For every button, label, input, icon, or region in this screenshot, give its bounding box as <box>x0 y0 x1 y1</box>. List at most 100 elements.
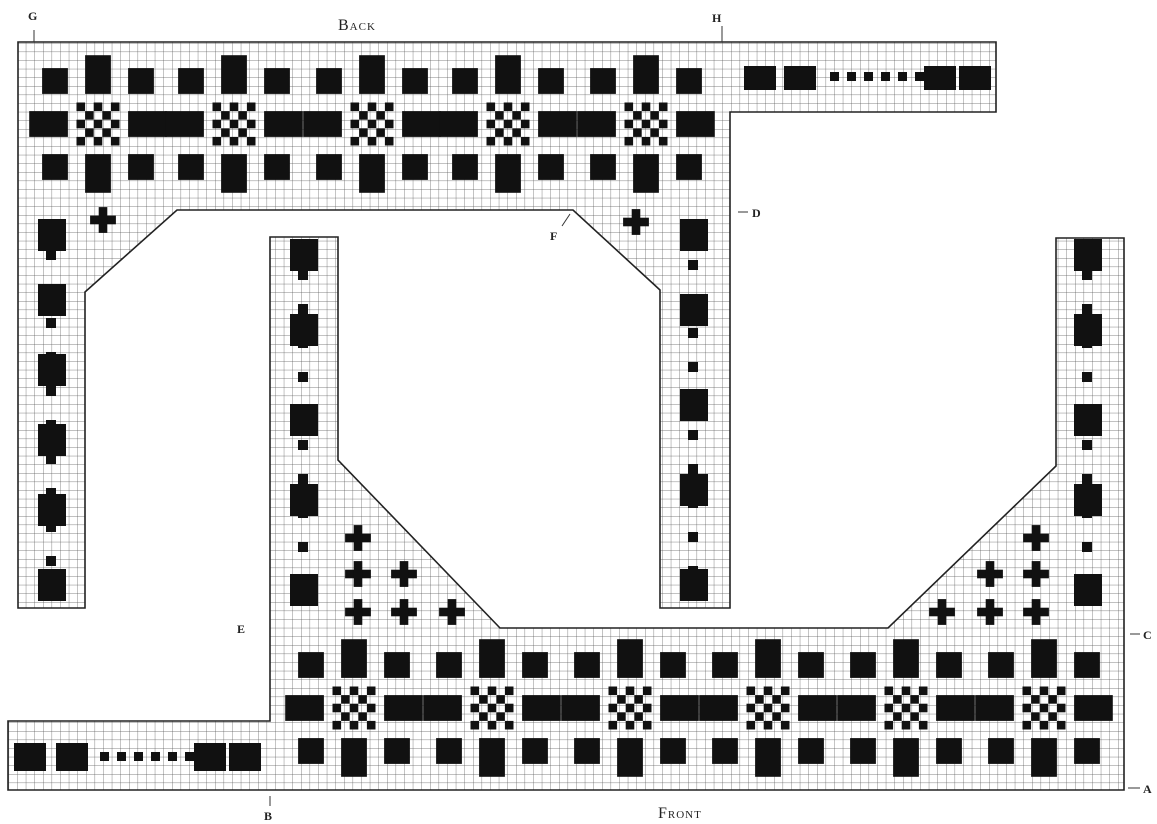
star-motif <box>423 695 462 721</box>
star-center <box>1023 687 1032 696</box>
star-motif <box>798 695 837 721</box>
star-center <box>487 120 496 129</box>
star-motif <box>495 55 521 94</box>
column-dot <box>1082 576 1092 586</box>
block-motif <box>448 599 457 625</box>
star-motif <box>755 738 781 777</box>
star-center <box>495 128 504 137</box>
star-motif <box>128 111 167 137</box>
band-dot <box>185 752 194 761</box>
band-dot <box>168 752 177 761</box>
star-center <box>609 721 618 730</box>
column-dot <box>46 522 56 532</box>
star-center <box>385 103 394 112</box>
block-motif <box>400 599 409 625</box>
column-dot <box>688 260 698 270</box>
star-motif <box>538 111 577 137</box>
column-dot <box>298 440 308 450</box>
star-center <box>238 111 247 120</box>
star-center <box>350 687 359 696</box>
star-motif <box>617 738 643 777</box>
star-motif <box>561 695 600 721</box>
star-motif <box>936 695 975 721</box>
star-motif <box>264 68 290 94</box>
column-dot <box>298 304 308 314</box>
star-center <box>247 103 256 112</box>
band-dot <box>847 72 856 81</box>
star-center <box>747 721 756 730</box>
star-center <box>385 120 394 129</box>
star-center <box>479 695 488 704</box>
star-motif <box>1031 639 1057 678</box>
star-motif <box>128 154 154 180</box>
star-center <box>625 120 634 129</box>
star-motif <box>633 154 659 193</box>
band-dot <box>151 752 160 761</box>
star-motif <box>590 154 616 180</box>
star-center <box>902 721 911 730</box>
column-dot <box>298 372 308 382</box>
column-block <box>1074 239 1102 271</box>
star-center <box>471 687 480 696</box>
star-motif <box>522 738 548 764</box>
star-center <box>359 111 368 120</box>
block-motif <box>938 599 947 625</box>
star-center <box>85 111 94 120</box>
star-center <box>247 137 256 146</box>
star-motif <box>479 639 505 678</box>
star-motif <box>303 111 342 137</box>
star-center <box>487 103 496 112</box>
star-motif <box>522 652 548 678</box>
star-center <box>772 712 781 721</box>
column-dot <box>688 362 698 372</box>
column-dot <box>1082 474 1092 484</box>
star-motif <box>1074 738 1100 764</box>
star-center <box>1040 704 1049 713</box>
star-center <box>626 721 635 730</box>
column-dot <box>688 328 698 338</box>
star-center <box>351 137 360 146</box>
star-center <box>755 712 764 721</box>
star-motif <box>298 738 324 764</box>
block-motif <box>986 599 995 625</box>
star-center <box>230 137 239 146</box>
star-center <box>626 687 635 696</box>
star-center <box>505 704 514 713</box>
star-center <box>221 111 230 120</box>
star-motif <box>165 111 204 137</box>
star-center <box>1048 695 1057 704</box>
column-dot <box>1082 338 1092 348</box>
star-center <box>358 712 367 721</box>
band-block <box>14 743 46 771</box>
star-center <box>1057 704 1066 713</box>
star-motif <box>436 652 462 678</box>
star-center <box>341 695 350 704</box>
star-center <box>1057 687 1066 696</box>
star-center <box>213 103 222 112</box>
star-center <box>781 721 790 730</box>
column-dot <box>298 474 308 484</box>
star-motif <box>384 738 410 764</box>
column-dot <box>46 454 56 464</box>
star-center <box>94 103 103 112</box>
star-center <box>1023 721 1032 730</box>
star-motif <box>359 154 385 193</box>
block-motif <box>354 561 363 587</box>
star-center <box>659 120 668 129</box>
star-center <box>1040 721 1049 730</box>
star-center <box>488 687 497 696</box>
star-center <box>102 128 111 137</box>
star-motif <box>402 154 428 180</box>
star-motif <box>221 55 247 94</box>
star-center <box>643 687 652 696</box>
star-center <box>221 128 230 137</box>
column-block <box>290 239 318 271</box>
star-center <box>643 704 652 713</box>
star-motif <box>178 68 204 94</box>
star-motif <box>633 55 659 94</box>
star-motif <box>42 154 68 180</box>
band-dot <box>134 752 143 761</box>
column-block <box>38 219 66 251</box>
star-center <box>617 695 626 704</box>
block-motif <box>99 207 108 233</box>
